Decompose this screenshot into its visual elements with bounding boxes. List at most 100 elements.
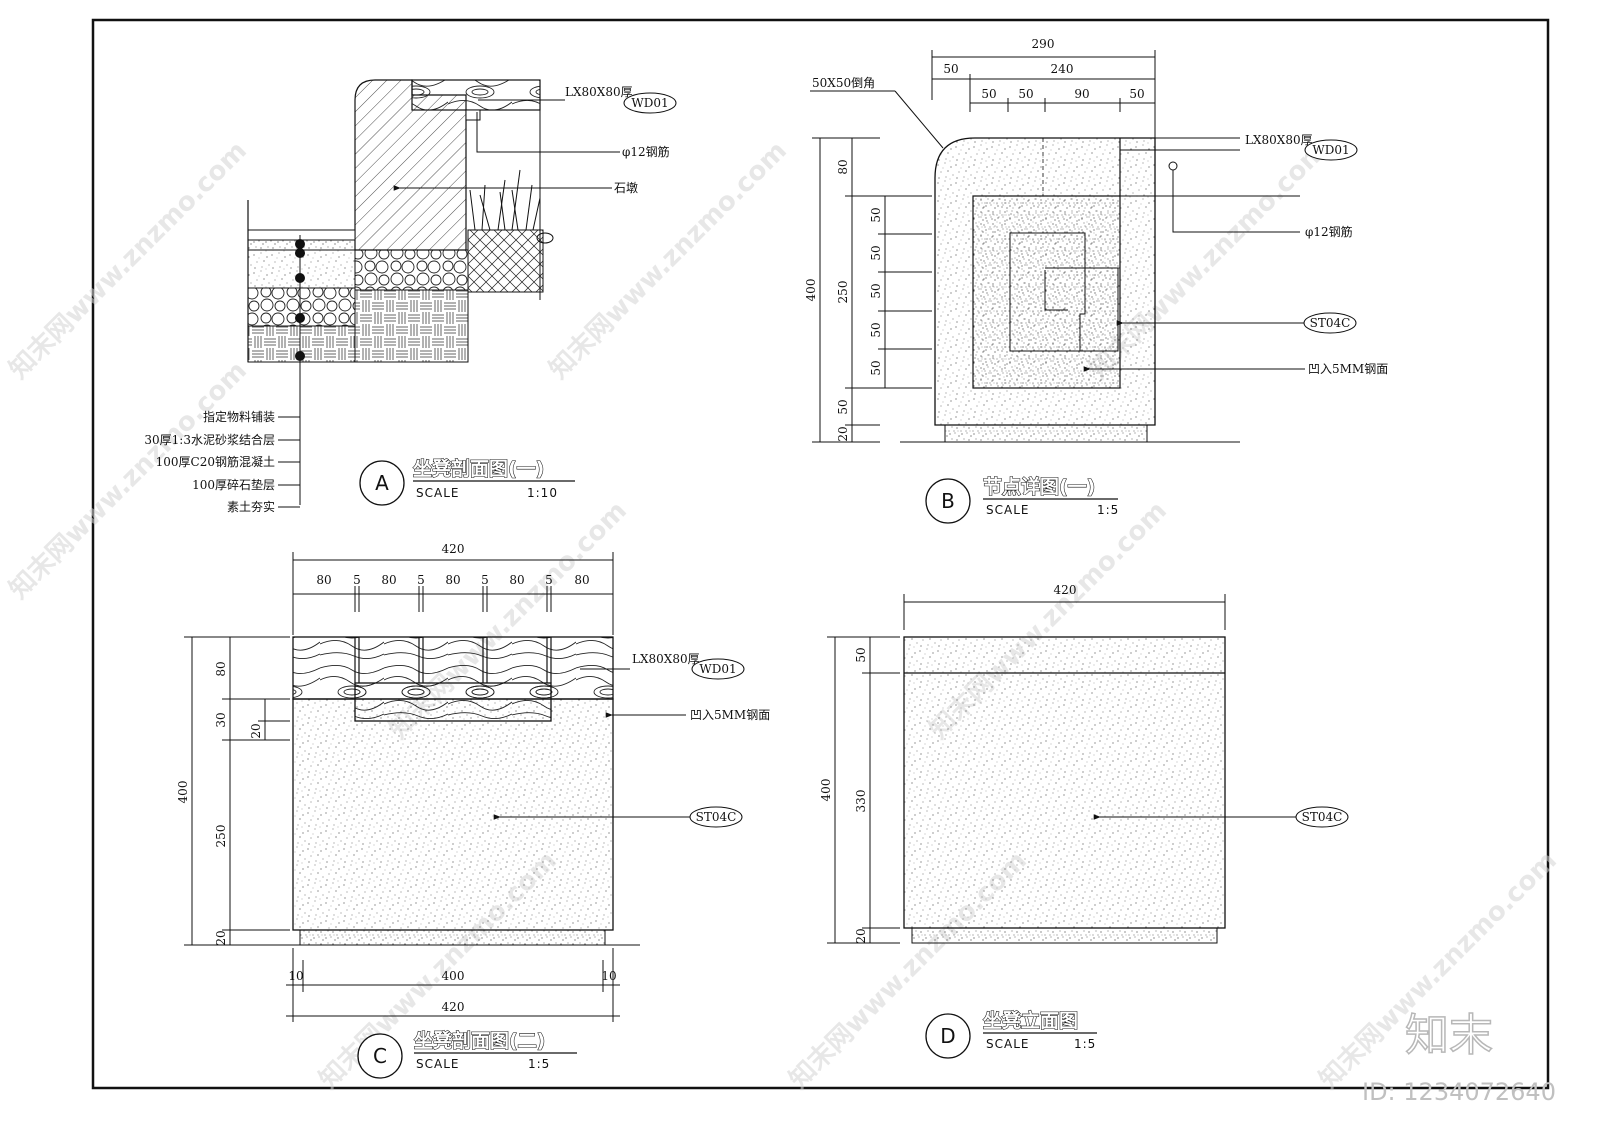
dim-label: 400 — [819, 779, 833, 802]
material-tag-text: ST04C — [1310, 316, 1351, 330]
dim-label: 5 — [545, 573, 553, 587]
watermark: 知末网www.znzmo.com — [544, 136, 793, 385]
pier-label: 石墩 — [614, 181, 638, 195]
dim-label: 50 — [943, 62, 958, 76]
dim-label: 400 — [442, 969, 465, 983]
view-a-marker-letter: A — [375, 471, 389, 495]
dim-label: 250 — [214, 825, 228, 848]
dim-label: 10 — [288, 969, 303, 983]
material-tag — [1303, 312, 1357, 334]
view-d-top-dims — [903, 594, 1226, 630]
dim-label: 420 — [1054, 583, 1077, 597]
dim-label: 20 — [249, 723, 263, 738]
material-tag-text: WD01 — [1312, 143, 1349, 157]
dim-label: 50 — [869, 360, 883, 375]
layer-label: 100厚碎石垫层 — [192, 477, 275, 492]
planting-soil — [467, 229, 544, 293]
view-b-detail: 290 50 240 50 50 90 50 400 80 250 50 20 … — [804, 37, 1388, 524]
timber-label: LX80X80厚 — [565, 85, 633, 99]
layer-label: 30厚1:3水泥砂浆结合层 — [144, 432, 275, 447]
timber-top — [411, 79, 541, 111]
view-b-left-dims — [812, 137, 932, 443]
dim-label: 240 — [1051, 62, 1074, 76]
material-tag — [1295, 806, 1349, 828]
view-c-title: 坐凳剖面图(二) — [414, 1029, 545, 1052]
dim-label: 50 — [836, 399, 850, 414]
recess-label: 凹入5MM钢面 — [690, 708, 770, 722]
dim-label: 20 — [214, 930, 228, 945]
material-tag-text: WD01 — [631, 96, 668, 110]
dim-label: 420 — [442, 1000, 465, 1014]
view-b-scale-word: SCALE — [986, 503, 1029, 517]
dim-label: 80 — [836, 159, 850, 174]
dim-label: 50 — [869, 245, 883, 260]
watermark: 知末网www.znzmo.com — [4, 136, 253, 385]
brand-block: 知末 ID: 1234072640 — [1362, 1009, 1556, 1106]
view-a-scale-value: 1:10 — [527, 486, 558, 500]
dim-label: 5 — [481, 573, 489, 587]
dim-label: 5 — [353, 573, 361, 587]
view-c-bottom-dims — [286, 948, 620, 1022]
dim-label: 80 — [509, 573, 524, 587]
dim-label: 90 — [1074, 87, 1089, 101]
dim-label: 5 — [417, 573, 425, 587]
material-tag — [623, 92, 677, 114]
view-a-scale-word: SCALE — [416, 486, 459, 500]
sheet-border — [91, 18, 1550, 1090]
view-a-section: 指定物料铺装 30厚1:3水泥砂浆结合层 100厚C20钢筋混凝土 100厚碎石… — [144, 79, 677, 514]
dim-label: 420 — [442, 542, 465, 556]
dim-label: 80 — [214, 661, 228, 676]
dim-label: 250 — [836, 281, 850, 304]
view-c-marker-letter: C — [373, 1044, 387, 1068]
timber-rail — [354, 682, 552, 722]
view-d-left-dims — [827, 636, 900, 944]
view-b-top-dims — [931, 50, 1156, 140]
view-b-title: 节点详图(一) — [983, 475, 1095, 498]
view-b-marker — [925, 478, 971, 524]
layer-callout-dots — [278, 235, 305, 508]
view-c-top-dims — [292, 552, 614, 635]
gravel-under-pier — [354, 249, 469, 291]
timber-slat-gaps — [354, 637, 552, 683]
rebar-label: φ12钢筋 — [1305, 224, 1353, 239]
dim-label: 30 — [214, 712, 228, 727]
view-d-marker-letter: D — [940, 1024, 955, 1048]
chamfer-label: 50X50倒角 — [812, 76, 875, 90]
view-a-marker — [359, 460, 405, 506]
grass-planting — [469, 169, 554, 244]
view-c-scale-value: 1:5 — [528, 1057, 550, 1071]
dim-label: 330 — [854, 790, 868, 813]
dim-label: 80 — [574, 573, 589, 587]
dim-label: 50 — [869, 207, 883, 222]
timber-label: LX80X80厚 — [1245, 133, 1313, 147]
rebar-label: φ12钢筋 — [622, 144, 670, 159]
dim-label: 400 — [804, 279, 818, 302]
base-plinth — [944, 424, 1148, 443]
dim-label: 80 — [316, 573, 331, 587]
material-tag — [689, 806, 743, 828]
material-tag — [691, 658, 745, 680]
dim-label: 50 — [1018, 87, 1033, 101]
view-a-title: 坐凳剖面图(一) — [413, 457, 544, 480]
view-c-scale-word: SCALE — [416, 1057, 459, 1071]
dim-label: 80 — [381, 573, 396, 587]
view-d-scale-value: 1:5 — [1074, 1037, 1096, 1051]
stone-body — [292, 698, 614, 931]
timber-label: LX80X80厚 — [632, 652, 700, 666]
view-b-marker-letter: B — [941, 489, 955, 513]
material-tag-text: ST04C — [696, 810, 737, 824]
recess-label: 凹入5MM钢面 — [1308, 362, 1388, 376]
dim-label: 50 — [1129, 87, 1144, 101]
dim-label: 20 — [836, 426, 850, 441]
material-tag-text: WD01 — [699, 662, 736, 676]
bench-elevation — [903, 636, 1226, 929]
view-b-scale-value: 1:5 — [1097, 503, 1119, 517]
layer-label: 指定物料铺装 — [203, 409, 275, 424]
dim-label: 50 — [981, 87, 996, 101]
dim-label: 50 — [869, 322, 883, 337]
view-d-scale-word: SCALE — [986, 1037, 1029, 1051]
dim-label: 80 — [445, 573, 460, 587]
view-c-marker — [357, 1033, 403, 1079]
dim-label: 20 — [854, 928, 868, 943]
